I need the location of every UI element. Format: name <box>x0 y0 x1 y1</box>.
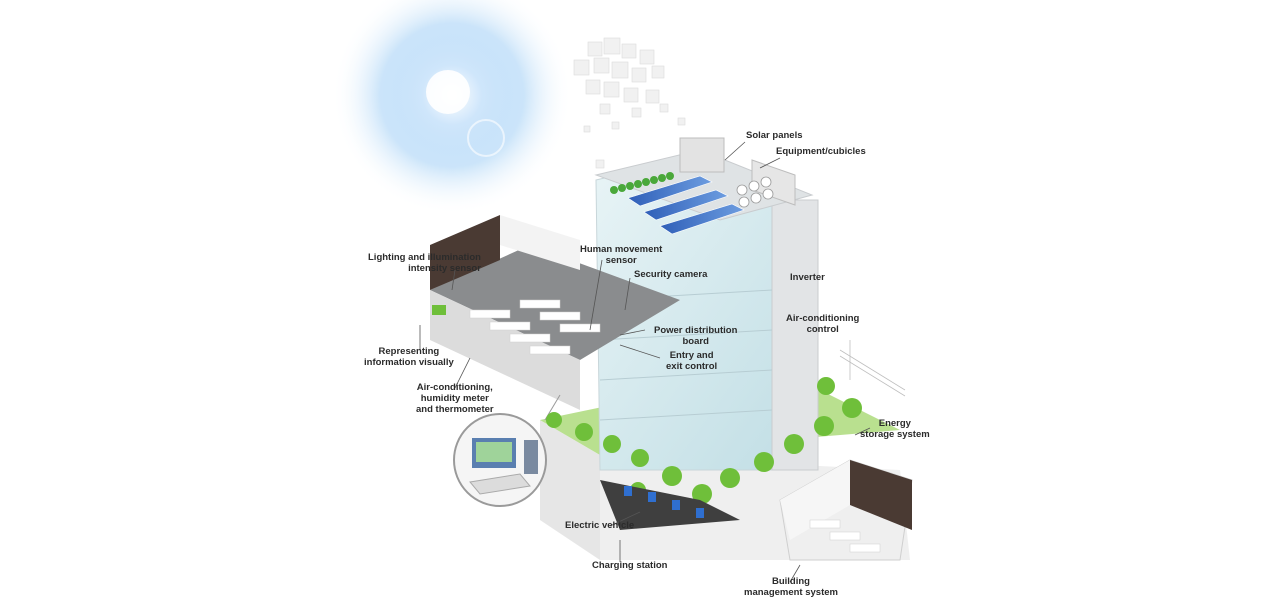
power-line <box>840 340 905 396</box>
label-air-conditioning-control: Air-conditioning control <box>786 313 859 335</box>
label-line: exit control <box>666 361 717 372</box>
label-line: Representing <box>364 346 454 357</box>
label-power-distribution-board: Power distribution board <box>654 325 737 347</box>
label-solar-panels: Solar panels <box>746 130 803 141</box>
label-line: intensity sensor <box>368 263 481 274</box>
label-entry-exit-control: Entry and exit control <box>666 350 717 372</box>
label-representing-information: Representing information visually <box>364 346 454 368</box>
label-line: Air-conditioning, <box>416 382 494 393</box>
label-lighting-sensor: Lighting and illumination intensity sens… <box>368 252 481 274</box>
label-line: Electric vehicle <box>565 520 634 531</box>
label-energy-storage: Energy storage system <box>860 418 930 440</box>
cube-cloud <box>574 38 685 168</box>
label-line: board <box>654 336 737 347</box>
label-line: Inverter <box>790 272 825 283</box>
label-air-meter: Air-conditioning, humidity meter and the… <box>416 382 494 415</box>
label-line: sensor <box>580 255 662 266</box>
label-line: management system <box>744 587 838 598</box>
label-charging-station: Charging station <box>592 560 667 571</box>
label-line: Energy <box>860 418 930 429</box>
label-line: humidity meter <box>416 393 494 404</box>
label-line: Human movement <box>580 244 662 255</box>
label-building-management-system: Building management system <box>744 576 838 598</box>
label-line: Security camera <box>634 269 707 280</box>
label-line: Solar panels <box>746 130 803 141</box>
label-electric-vehicle: Electric vehicle <box>565 520 634 531</box>
label-line: Equipment/cubicles <box>776 146 866 157</box>
label-line: and thermometer <box>416 404 494 415</box>
label-line: Charging station <box>592 560 667 571</box>
label-line: Air-conditioning <box>786 313 859 324</box>
label-line: Power distribution <box>654 325 737 336</box>
label-equipment: Equipment/cubicles <box>776 146 866 157</box>
label-human-movement-sensor: Human movement sensor <box>580 244 662 266</box>
sun-glow <box>332 0 572 215</box>
label-line: control <box>786 324 859 335</box>
label-inverter: Inverter <box>790 272 825 283</box>
label-security-camera: Security camera <box>634 269 707 280</box>
label-line: storage system <box>860 429 930 440</box>
label-line: information visually <box>364 357 454 368</box>
label-line: Lighting and illumination <box>368 252 481 263</box>
label-line: Entry and <box>666 350 717 361</box>
label-line: Building <box>744 576 838 587</box>
